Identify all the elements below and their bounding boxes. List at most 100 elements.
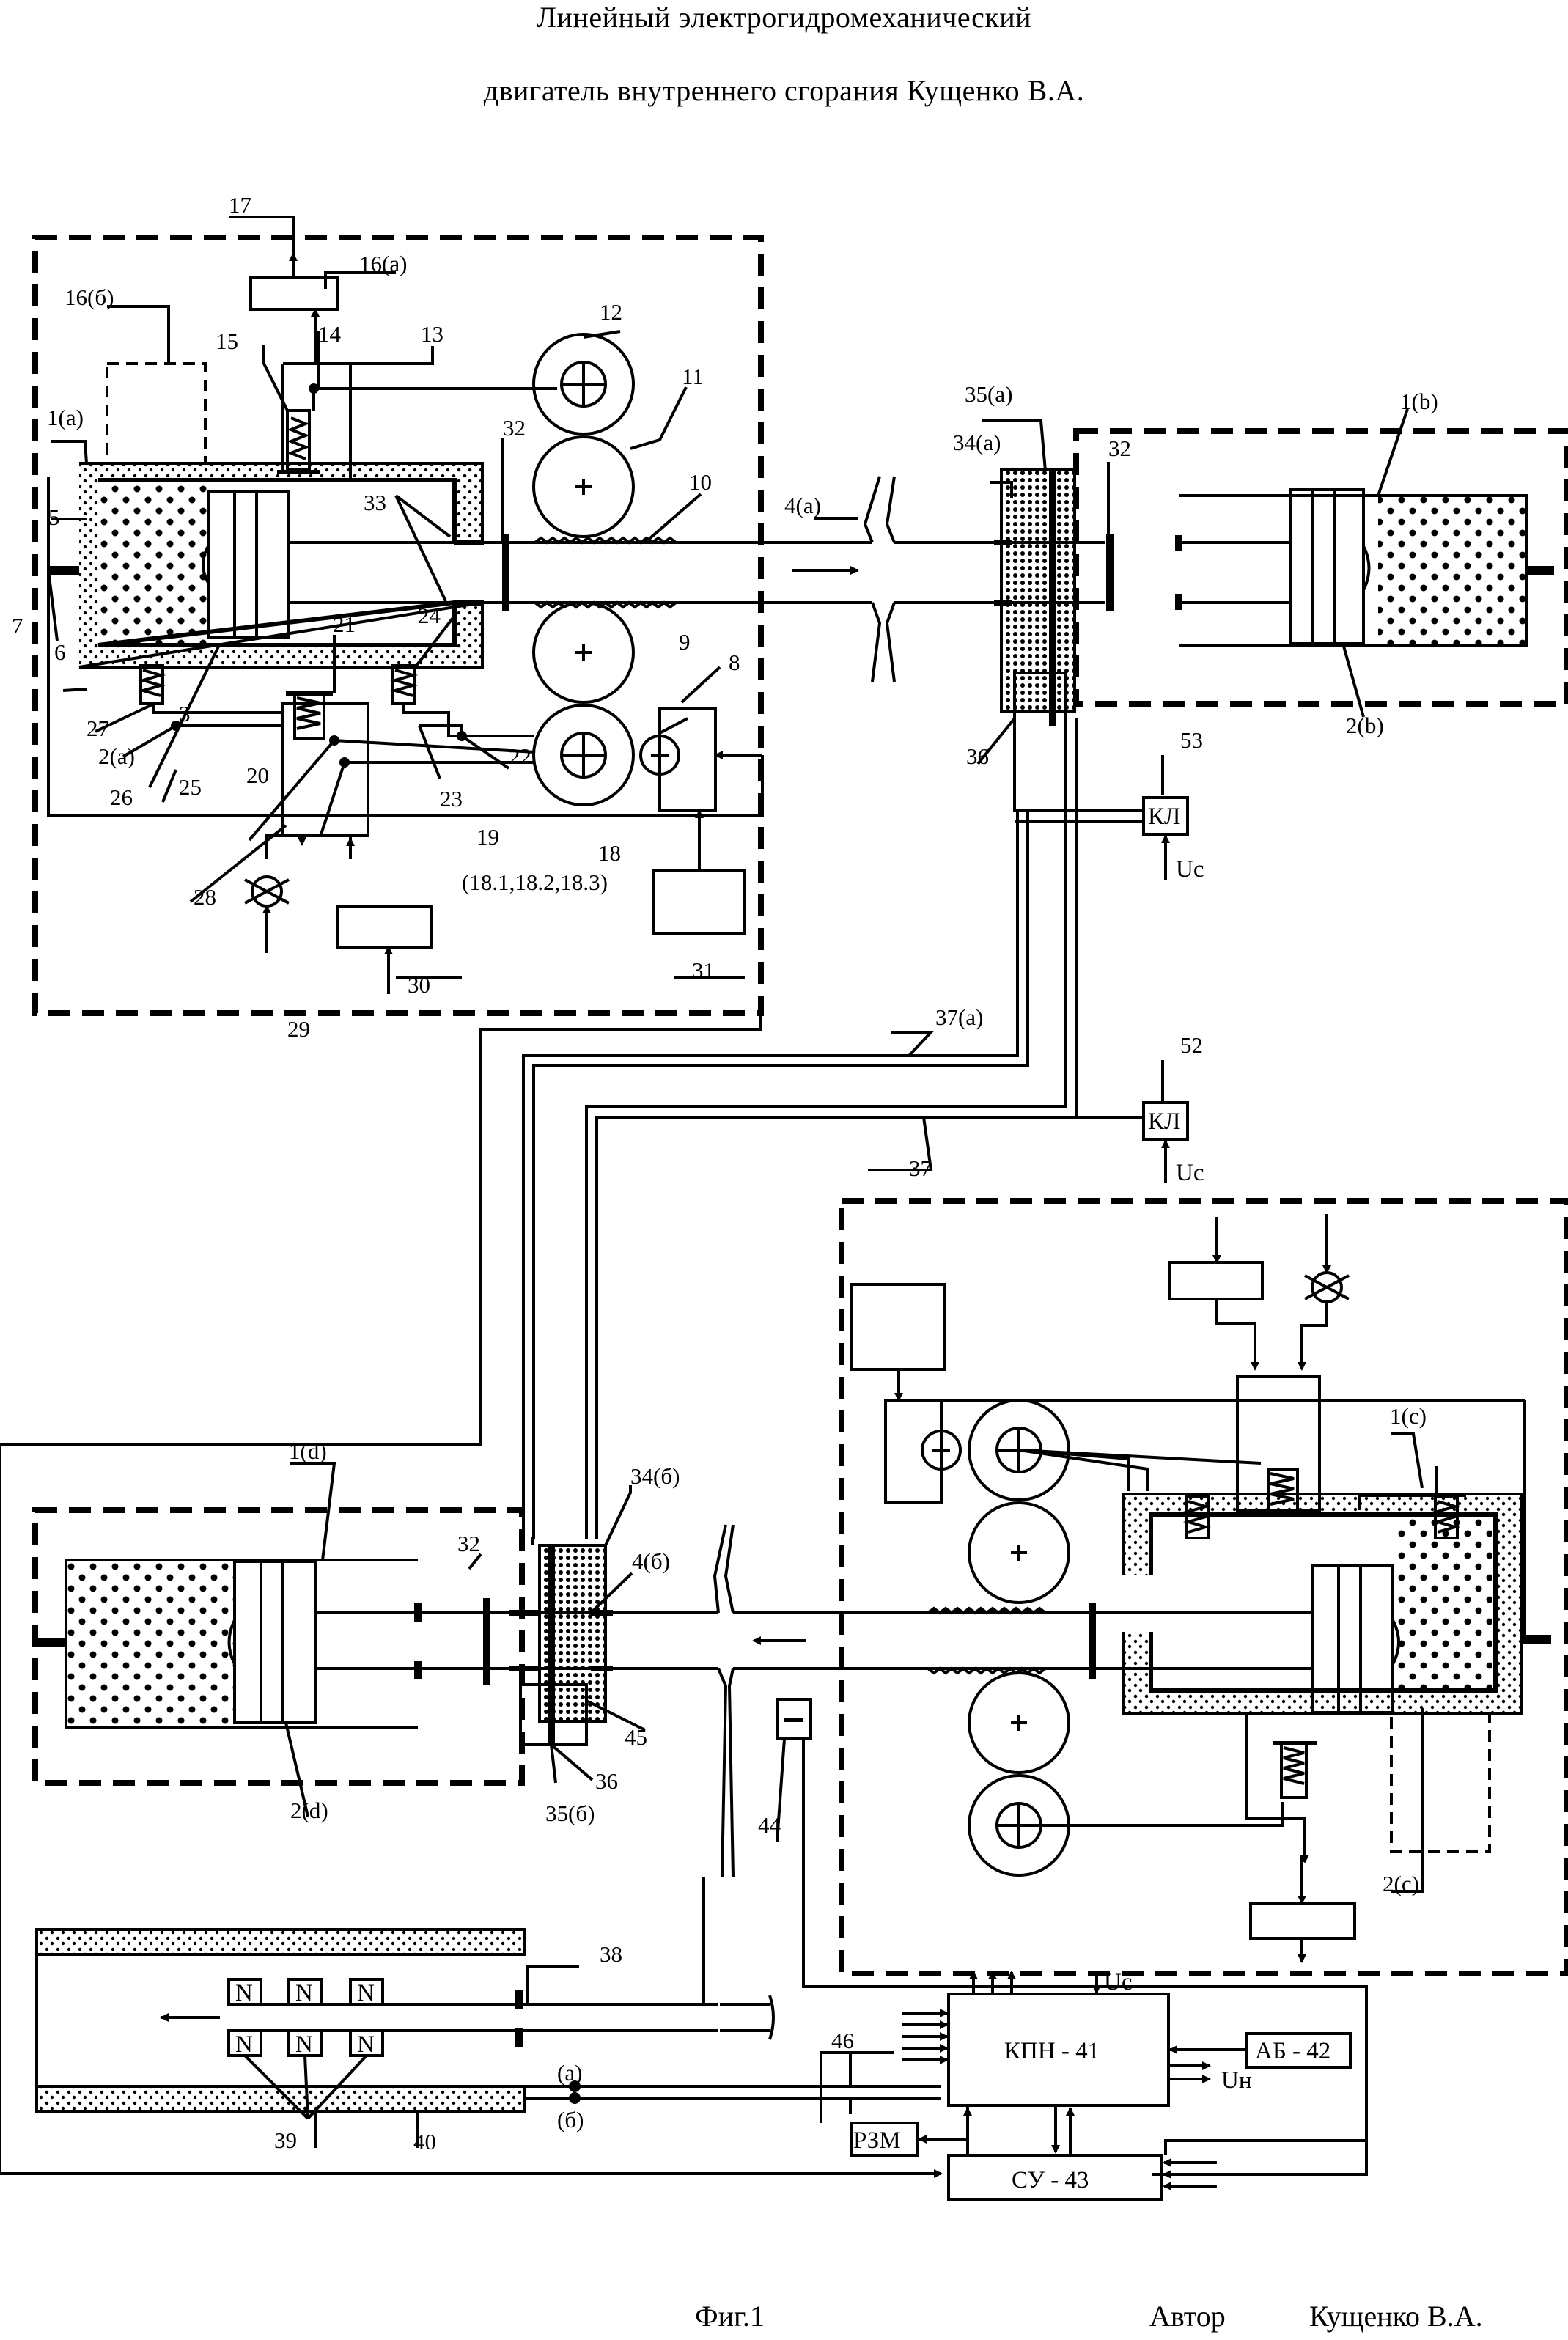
- magnet-n-2: N: [295, 1980, 313, 2006]
- sensor-44: [776, 1698, 812, 1740]
- box-c-left: [850, 1283, 946, 1371]
- pipe-37a: [522, 811, 1019, 1539]
- magnet-1: [227, 1978, 262, 2006]
- control-unit-su-43: [947, 2154, 1163, 2201]
- label-1a: 1(а): [47, 405, 84, 430]
- title-line-1: Линейный электрогидромеханический: [536, 1, 1032, 34]
- uc-label-kpn: Uc: [1104, 1969, 1132, 1995]
- label-18: 18: [598, 840, 621, 866]
- label-8: 8: [729, 650, 740, 675]
- label-39: 39: [274, 2127, 297, 2153]
- label-52: 52: [1180, 1032, 1203, 1058]
- label-44: 44: [758, 1812, 781, 1838]
- label-40: 40: [413, 2129, 436, 2155]
- label-24: 24: [418, 603, 441, 628]
- box-c-top: [1168, 1261, 1264, 1300]
- cylinder-1c-wall: [1149, 1512, 1498, 1693]
- gear-rack-10-bottom: [534, 600, 677, 609]
- label-20: 20: [246, 762, 269, 788]
- author-name: Кущенко В.А.: [1309, 2300, 1483, 2333]
- unit-a-dashed-frame: [32, 235, 764, 1016]
- label-32c: 32: [457, 1531, 480, 1556]
- pipe-37: [585, 718, 1067, 1539]
- magnet-n-4: N: [235, 2031, 253, 2058]
- insulation-34a: [1001, 469, 1075, 711]
- label-2b: 2(b): [1346, 713, 1384, 738]
- label-11: 11: [682, 364, 704, 389]
- label-35b: 35(б): [545, 1800, 595, 1826]
- label-1b: 1(b): [1400, 389, 1438, 414]
- label-17: 17: [229, 192, 251, 218]
- box-30: [336, 905, 433, 949]
- label-46: 46: [831, 2028, 854, 2053]
- label-14: 14: [318, 321, 342, 347]
- magnet-3: [349, 1978, 384, 2006]
- unit-d-dashed-frame: [32, 1507, 525, 1786]
- label-16a: 16(а): [359, 251, 407, 276]
- label-a: (а): [557, 2060, 582, 2086]
- label-34b: 34(б): [630, 1463, 680, 1489]
- control-block-c: [1236, 1375, 1321, 1512]
- pump-8: [658, 707, 717, 812]
- author-label: Автор: [1149, 2300, 1226, 2333]
- label-9: 9: [679, 629, 691, 655]
- gear-lower-a: [532, 601, 635, 704]
- label-4b: 4(б): [632, 1548, 670, 1574]
- label-29: 29: [287, 1016, 310, 1042]
- piston-2a: [207, 490, 290, 639]
- box-31: [652, 869, 746, 935]
- cylinder-1a-outer: [78, 462, 484, 669]
- label-1d: 1(d): [289, 1438, 327, 1464]
- magnet-2: [287, 1978, 323, 2006]
- label-38: 38: [600, 1941, 622, 1967]
- gear-18: [532, 704, 635, 806]
- unit-c-dashed-frame: [839, 1198, 1568, 1976]
- label-23: 23: [440, 786, 463, 812]
- rod-4a-break: [863, 476, 882, 682]
- label-25: 25: [179, 774, 202, 800]
- title-line-2: двигатель внутреннего сгорания Кущенко В…: [483, 74, 1085, 107]
- magnet-n-1: N: [235, 1980, 253, 2006]
- combustion-chamber-1a: [98, 482, 208, 644]
- gear-12: [532, 333, 635, 435]
- label-53: 53: [1180, 727, 1203, 753]
- label-16b: 16(б): [65, 284, 114, 310]
- label-26: 26: [110, 784, 133, 810]
- label-2a: 2(а): [98, 743, 135, 769]
- label-19: 19: [476, 824, 499, 850]
- label-6: 6: [54, 639, 66, 665]
- label-21: 21: [333, 611, 356, 637]
- gear-11: [532, 435, 635, 538]
- piston-2d: [233, 1560, 317, 1724]
- ab-42-label: АБ - 42: [1255, 2038, 1330, 2064]
- label-32b: 32: [1108, 435, 1131, 461]
- piston-2b: [1289, 488, 1365, 645]
- label-35a: 35(а): [965, 381, 1012, 407]
- label-12: 12: [600, 299, 622, 325]
- kpn-41-label: КПН - 41: [1004, 2038, 1100, 2064]
- label-2c: 2(с): [1383, 1871, 1419, 1896]
- label-27: 27: [87, 715, 109, 741]
- kl-53-label: КЛ: [1148, 803, 1180, 830]
- label-31: 31: [692, 957, 715, 983]
- cylinder-1a-wall: [97, 478, 457, 647]
- label-2d: 2(d): [290, 1798, 328, 1823]
- label-45: 45: [625, 1724, 647, 1750]
- label-32a: 32: [503, 415, 526, 441]
- label-1c: 1(с): [1390, 1403, 1427, 1429]
- label-4a: 4(а): [784, 493, 821, 518]
- uc-label-52: Uc: [1176, 1160, 1204, 1186]
- piston-2c: [1311, 1564, 1394, 1714]
- un-label: Uн: [1221, 2067, 1252, 2094]
- exhaust-16b-c: [1390, 1712, 1491, 1853]
- cylinder-1a-insulation-right: [454, 463, 482, 544]
- label-b: (б): [557, 2107, 584, 2133]
- valve-15: [286, 409, 311, 471]
- label-3: 3: [179, 701, 191, 726]
- label-7: 7: [12, 613, 23, 639]
- magnet-n-5: N: [295, 2031, 313, 2058]
- label-36a: 36: [966, 743, 989, 769]
- magnet-n-3: N: [357, 1980, 375, 2006]
- label-30: 30: [408, 972, 430, 998]
